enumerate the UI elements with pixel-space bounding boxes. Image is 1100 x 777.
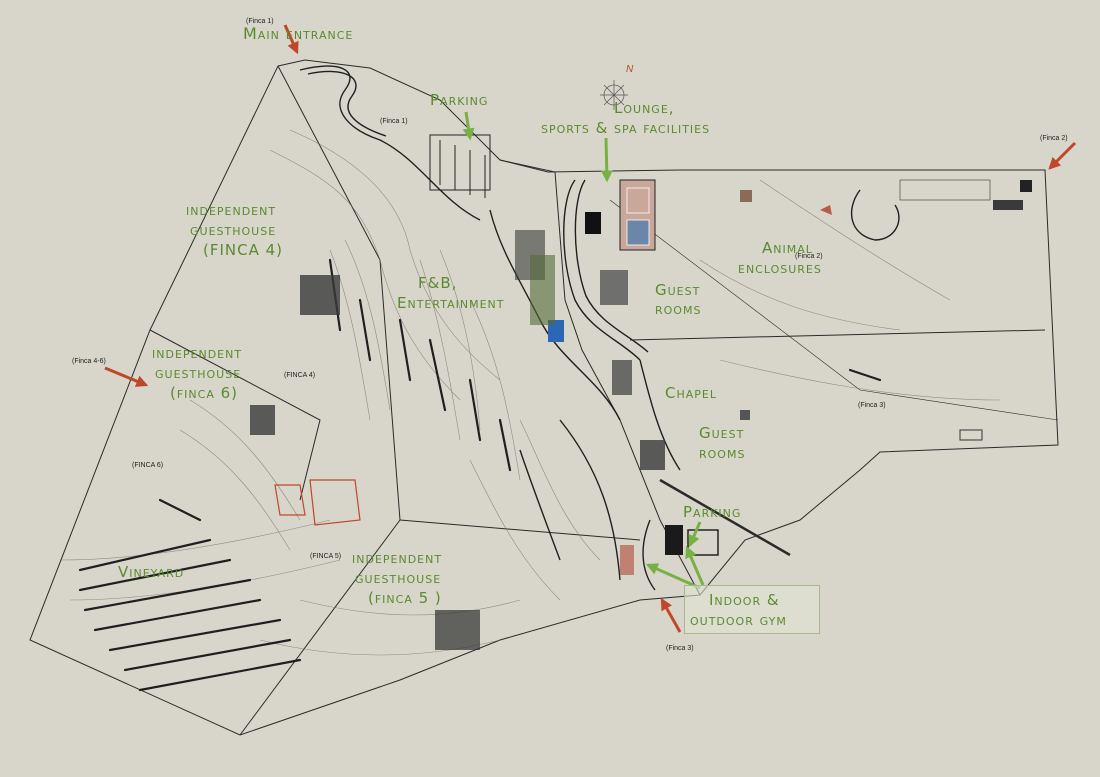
small-label-finca2-mid: (Finca 2) <box>795 253 823 260</box>
label-guest-rooms-1-line1: Guest <box>655 281 701 299</box>
entrance-arrow-finca2 <box>1048 141 1077 170</box>
label-guesthouse-finca6-line2: guesthouse <box>155 364 242 382</box>
compass-north-letter: N <box>626 64 634 75</box>
label-guest-rooms-2-line2: rooms <box>699 444 746 462</box>
label-animal-line2: enclosures <box>738 259 822 277</box>
label-guest-rooms-2-line1: Guest <box>699 424 745 442</box>
small-label-finca5: (FINCA 5) <box>310 553 342 560</box>
label-main-entrance: Main entrance <box>243 24 354 43</box>
property-boundary <box>29 59 1059 736</box>
gym-arrow-1 <box>645 563 701 590</box>
label-vineyard: Vineyard <box>118 563 185 581</box>
lounge-arrow <box>600 137 613 183</box>
label-guesthouse-finca4-line3: (FINCA 4) <box>203 241 284 259</box>
small-label-finca3-mid: (Finca 3) <box>858 402 886 409</box>
small-label-finca1-mid: (Finca 1) <box>380 118 408 125</box>
label-chapel: Chapel <box>665 384 717 402</box>
small-label-finca46: (Finca 4-6) <box>72 358 106 365</box>
small-label-finca2-edge: (Finca 2) <box>1040 135 1068 142</box>
gym-arrow-2 <box>685 545 705 586</box>
small-label-finca1-top: (Finca 1) <box>246 18 274 25</box>
label-guesthouse-finca4-line1: independent <box>186 201 277 219</box>
label-guesthouse-finca6-line1: independent <box>152 344 243 362</box>
label-gym-line2: outdoor gym <box>690 611 787 629</box>
label-guesthouse-finca4-line2: guesthouse <box>190 221 277 239</box>
label-fb-line1: F&B, <box>418 274 458 292</box>
contour-lines <box>59 129 1001 656</box>
gym-label-box <box>684 585 820 634</box>
entrance-arrow-finca3 <box>660 597 682 633</box>
label-parking-bottom: Parking <box>683 503 742 521</box>
parking-arrow-top <box>462 111 475 141</box>
label-lounge-line2: sports & spa facilities <box>541 119 711 137</box>
small-label-finca3-bottom: (Finca 3) <box>666 645 694 652</box>
label-animal-line1: Animal <box>762 239 813 257</box>
north-compass <box>600 80 628 110</box>
vineyard-rows <box>78 258 882 692</box>
label-lounge-line1: Lounge, <box>614 99 675 117</box>
label-guesthouse-finca5-line1: independent <box>352 549 443 567</box>
label-parking-top: Parking <box>430 91 489 109</box>
label-gym-line1: Indoor & <box>709 591 780 609</box>
entrance-arrow-finca46 <box>104 366 149 387</box>
label-guesthouse-finca5-line3: (finca 5 ) <box>368 589 442 607</box>
entrance-arrow-finca1 <box>283 24 299 55</box>
small-label-finca6: (FINCA 6) <box>132 462 164 469</box>
label-guesthouse-finca5-line2: guesthouse <box>355 569 442 587</box>
small-label-finca4: (FINCA 4) <box>284 372 316 379</box>
label-guesthouse-finca6-line3: (finca 6) <box>170 384 239 402</box>
roads <box>299 65 900 591</box>
label-guest-rooms-1-line2: rooms <box>655 300 702 318</box>
label-fb-line2: Entertainment <box>397 294 505 312</box>
entrance-arrows <box>104 24 1077 633</box>
buildings <box>250 134 1032 650</box>
pointer-arrows <box>462 111 705 590</box>
parking-arrow-bottom <box>688 521 702 548</box>
